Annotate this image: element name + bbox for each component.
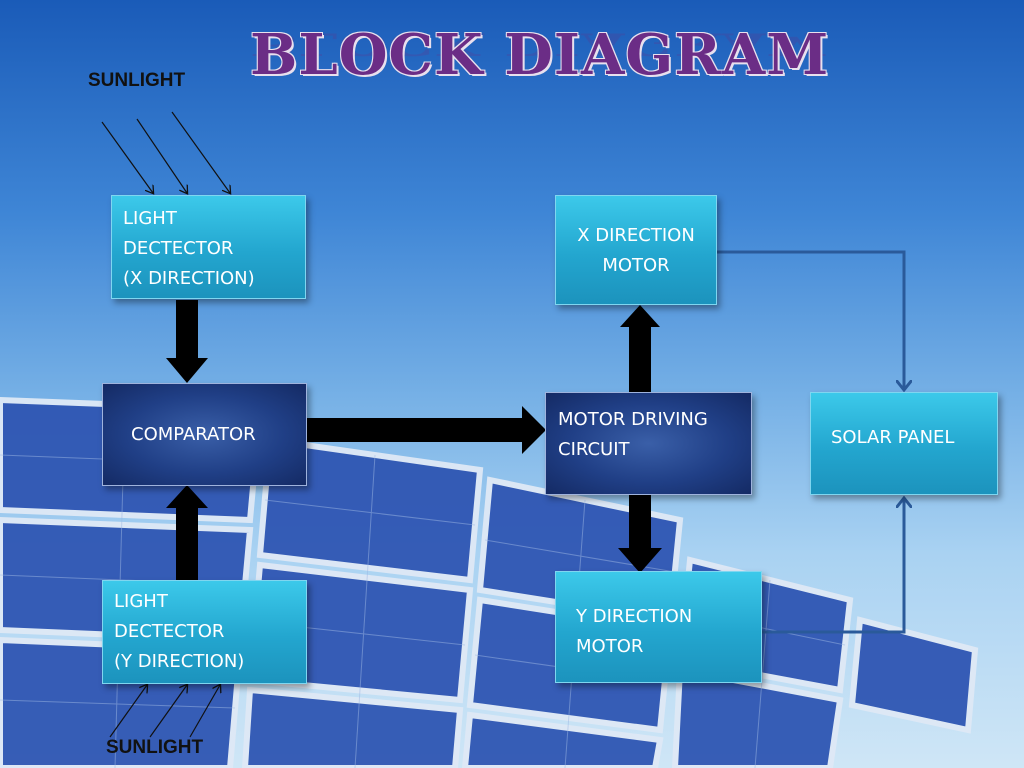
sunlight-ray-arrow (149, 685, 187, 738)
connector-y-motor-to-solar-panel (762, 498, 904, 634)
block-label-line: Y DIRECTION (576, 606, 693, 627)
arrow-detector-x-to-comparator (166, 300, 208, 383)
block-label-line: CIRCUIT (558, 439, 630, 460)
block-label-line: (X DIRECTION) (123, 268, 255, 289)
sunlight-ray-arrow (136, 118, 187, 193)
block-label-line: MOTOR (602, 255, 670, 276)
page-title: BLOCK DIAGRAM (250, 22, 830, 88)
block-label-line: SOLAR PANEL (831, 427, 955, 448)
sunlight-ray-arrow (171, 111, 230, 193)
arrow-comparator-to-motor-driving (307, 406, 546, 454)
sunlight-label-bottom: SUNLIGHT (106, 737, 204, 758)
block-light-detector-y: LIGHT DECTECTOR (Y DIRECTION) (102, 580, 307, 684)
arrow-detector-y-to-comparator (166, 485, 208, 582)
block-label-line: DECTECTOR (123, 238, 234, 259)
block-label-line: COMPARATOR (131, 423, 256, 445)
sunlight-label-top: SUNLIGHT (88, 70, 186, 91)
block-y-direction-motor: Y DIRECTION MOTOR (555, 571, 762, 683)
bg-panel-cell (241, 686, 464, 768)
bg-panel-cell (461, 711, 664, 768)
bg-panel-cell (256, 436, 484, 584)
bg-panel-cell (848, 616, 979, 734)
block-label-line: MOTOR (576, 636, 644, 657)
sunlight-ray-arrow (101, 121, 153, 193)
block-comparator: COMPARATOR (102, 383, 307, 486)
sunlight-ray-arrow (109, 685, 147, 738)
block-label-line: (Y DIRECTION) (114, 651, 245, 672)
block-x-direction-motor: X DIRECTION MOTOR (555, 195, 717, 305)
block-solar-panel: SOLAR PANEL (810, 392, 998, 495)
block-label-line: X DIRECTION (577, 225, 695, 246)
block-label-line: LIGHT (114, 591, 168, 612)
block-light-detector-x: LIGHT DECTECTOR (X DIRECTION) (111, 195, 306, 299)
bg-panel-cell (671, 666, 844, 768)
block-label-line: DECTECTOR (114, 621, 225, 642)
sunlight-ray-arrow (189, 685, 220, 738)
block-label-line: LIGHT (123, 208, 177, 229)
block-label-line: MOTOR DRIVING (558, 409, 708, 430)
arrow-motor-driving-to-y-motor (618, 495, 662, 573)
block-motor-driving-circuit: MOTOR DRIVING CIRCUIT (545, 392, 752, 495)
connector-x-motor-to-solar-panel (717, 250, 904, 390)
arrow-motor-driving-to-x-motor (620, 305, 660, 393)
